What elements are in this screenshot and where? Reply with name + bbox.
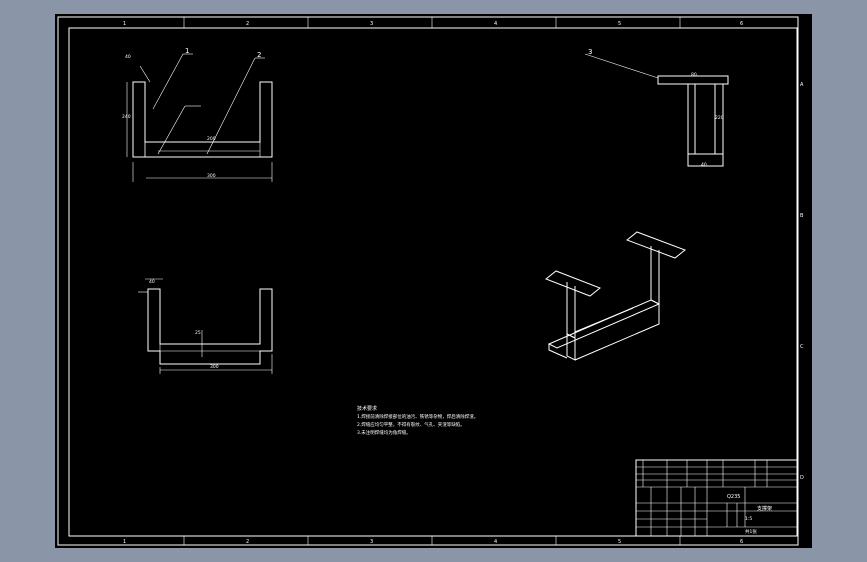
iso-beam-lower — [574, 304, 660, 361]
web-left — [687, 84, 696, 155]
dim-height-3: 220 — [715, 115, 724, 121]
zone-label: A — [800, 82, 804, 88]
zone-label: 3 — [370, 539, 373, 545]
top-view-outline — [147, 288, 273, 365]
top-flange — [657, 75, 729, 85]
zone-labels-bottom: 1 2 3 4 5 6 — [123, 539, 743, 545]
zone-label: 1 — [123, 539, 126, 545]
zone-label: 3 — [370, 21, 373, 27]
title-block-frame — [635, 459, 798, 537]
zone-label: 2 — [246, 21, 249, 27]
tech-line: 2.焊缝应均匀平整，不得有裂纹、气孔、夹渣等缺陷。 — [357, 421, 465, 428]
iso-post-left — [566, 282, 576, 339]
zone-labels-right: A B C D — [800, 82, 804, 481]
zone-label: D — [800, 475, 804, 481]
drawing-sheet: 1 2 3 4 5 6 1 2 3 4 5 6 A B C D 1 2 — [55, 14, 812, 548]
u-frame-outline — [132, 81, 273, 158]
dim-width: 300 — [207, 173, 216, 179]
technical-requirements: 技术要求 1.焊接前清除焊接部位的油污、铁锈等杂物，焊后清除焊渣。 2.焊缝应均… — [357, 405, 478, 436]
part-callout-3: 3 — [588, 48, 592, 56]
zone-label: C — [800, 344, 804, 350]
scale-label: 1:5 — [745, 516, 752, 522]
title-block: Q235 支撑架 1:5 共1张 — [635, 459, 798, 537]
zone-label: 2 — [246, 539, 249, 545]
cad-drawing: 1 2 3 4 5 6 1 2 3 4 5 6 A B C D 1 2 — [57, 16, 804, 546]
iso-beam-main — [547, 299, 661, 349]
iso-beam-edge — [548, 344, 568, 359]
outer-frame — [57, 16, 799, 546]
leader-line — [157, 105, 186, 155]
zone-label: 1 — [123, 21, 126, 27]
leader-line — [152, 53, 184, 110]
leader-line — [139, 65, 151, 83]
dim-bottom-3: 40 — [701, 162, 707, 168]
zone-label: 4 — [494, 21, 497, 27]
iso-top-plate-right — [626, 231, 686, 259]
iso-brace — [574, 307, 634, 333]
zone-label: 5 — [618, 21, 621, 27]
dim-small: 40 — [149, 279, 155, 285]
zone-label: 4 — [494, 539, 497, 545]
iso-leg-left — [566, 333, 576, 361]
zone-label: 6 — [740, 539, 743, 545]
front-view: 1 2 300 200 240 40 — [122, 47, 273, 182]
iso-top-plate-left — [545, 270, 601, 297]
material-label: Q235 — [727, 494, 740, 500]
zone-label: 6 — [740, 21, 743, 27]
dim-top: 40 — [125, 54, 131, 60]
dim-height: 240 — [122, 114, 131, 120]
zone-label: 5 — [618, 539, 621, 545]
zone-ticks — [183, 17, 798, 545]
tech-line: 1.焊接前清除焊接部位的油污、铁锈等杂物，焊后清除焊渣。 — [357, 413, 478, 420]
tech-line: 3.未注明焊缝均为角焊缝。 — [357, 429, 411, 436]
dim-width-2: 300 — [210, 364, 219, 370]
drawing-title: 支撑架 — [757, 505, 772, 512]
isometric-view — [545, 231, 686, 361]
part-callout-2: 2 — [257, 51, 261, 59]
iso-post-right — [650, 246, 660, 305]
dim-inner: 200 — [207, 136, 216, 142]
sheet-label: 共1张 — [745, 528, 757, 535]
top-view: 40 25 300 — [138, 278, 273, 374]
part-callout-1: 1 — [185, 47, 189, 55]
zone-labels-top: 1 2 3 4 5 6 — [123, 21, 743, 27]
leader-line — [206, 57, 256, 155]
tech-heading: 技术要求 — [357, 405, 377, 412]
dim-height-2: 25 — [195, 330, 201, 336]
leader-line — [584, 53, 659, 79]
base-plate — [687, 153, 724, 167]
dim-top-3: 80 — [691, 72, 697, 78]
zone-label: B — [800, 213, 804, 219]
side-view: 3 80 220 40 — [584, 48, 729, 168]
